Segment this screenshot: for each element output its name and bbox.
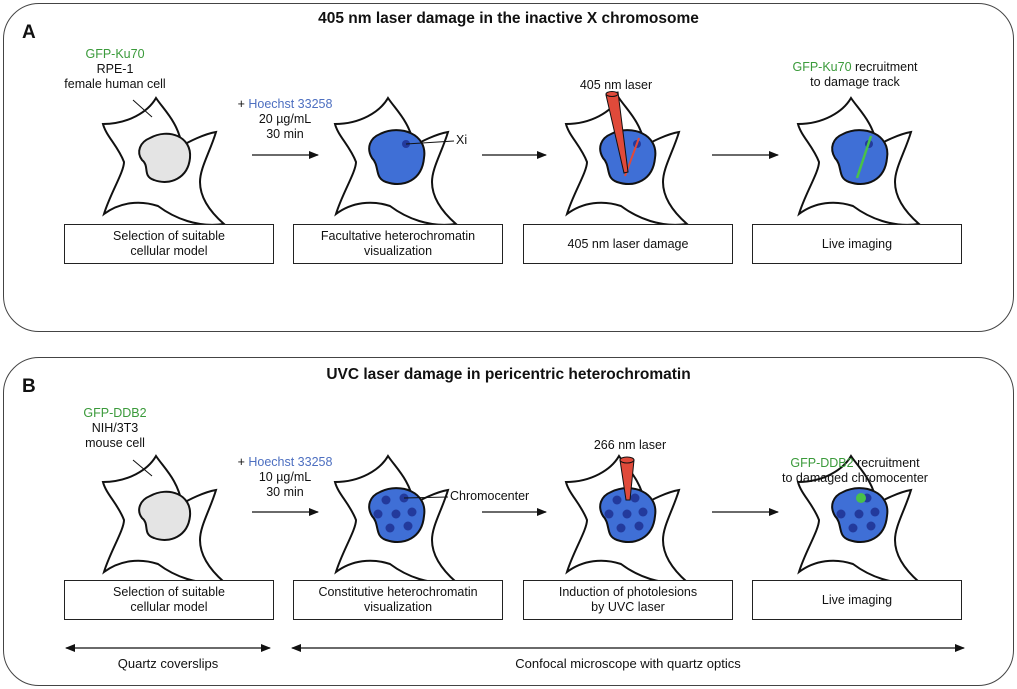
xi-leader xyxy=(405,140,455,145)
panel-a-treatment: + Hoechst 33258 20 µg/mL 30 min xyxy=(230,97,340,142)
step-label: Facultative heterochromatin xyxy=(320,229,476,243)
panel-b-treatment: + Hoechst 33258 10 µg/mL 30 min xyxy=(230,455,340,500)
damage-track-green xyxy=(855,135,873,179)
step-box-a-4: Live imaging xyxy=(752,224,962,264)
panel-b-recruitment: GFP-DDB2 recruitment to damaged chromoce… xyxy=(770,456,940,486)
step-label: Live imaging xyxy=(821,236,893,251)
cell-line-label: RPE-1 xyxy=(96,62,134,76)
step-label: Constitutive heterochromatin xyxy=(318,585,478,599)
panel-a-cell-4 xyxy=(797,97,920,226)
panel-a-frame xyxy=(3,3,1014,332)
protein-label: GFP-DDB2 xyxy=(83,406,147,420)
dye-concentration: 20 µg/mL xyxy=(258,112,312,126)
range-label-microscope: Confocal microscope with quartz optics xyxy=(515,656,741,671)
step-label: visualization xyxy=(363,244,433,258)
panel-b-cell-2 xyxy=(334,455,457,584)
incubation-time: 30 min xyxy=(266,127,304,141)
chromocenter-leader xyxy=(403,496,449,499)
panel-a-cell-1 xyxy=(102,97,225,226)
step-label: cellular model xyxy=(130,244,208,258)
cell-type-label: female human cell xyxy=(64,77,166,91)
panel-b-cell-1 xyxy=(102,455,225,584)
recruit-text: recruitment xyxy=(853,456,920,470)
incubation-time: 30 min xyxy=(266,485,304,499)
step-label: Live imaging xyxy=(821,592,893,607)
recruit-text: recruitment xyxy=(851,60,918,74)
panel-a-title: 405 nm laser damage in the inactive X ch… xyxy=(318,10,699,27)
panel-a-letter: A xyxy=(22,22,36,43)
panel-b-letter: B xyxy=(22,376,36,397)
panel-b-frame xyxy=(3,357,1014,686)
dye-concentration: 10 µg/mL xyxy=(258,470,312,484)
recruit-protein: GFP-Ku70 xyxy=(792,60,852,74)
panel-a-cell-3 xyxy=(565,97,688,226)
chromocenter-label: Chromocenter xyxy=(450,489,530,503)
nucleus-unstained xyxy=(138,132,192,183)
recruit-target: to damage track xyxy=(810,75,900,89)
panel-a-cell-2 xyxy=(334,97,457,226)
protein-label: GFP-Ku70 xyxy=(85,47,145,61)
dye-label: Hoechst 33258 xyxy=(248,97,333,111)
xi-label: Xi xyxy=(456,133,468,147)
step-label: cellular model xyxy=(130,600,208,614)
recruit-target: to damaged chromocenter xyxy=(782,471,928,485)
step-label: by UVC laser xyxy=(591,600,665,614)
plus-sign: + xyxy=(237,455,249,469)
laser-266-label: 266 nm laser xyxy=(593,438,667,452)
step-label: Selection of suitable xyxy=(113,585,225,599)
panel-a-recruitment: GFP-Ku70 recruitment to damage track xyxy=(780,60,930,90)
panel-b-cell-3 xyxy=(565,455,688,584)
dye-label: Hoechst 33258 xyxy=(248,455,333,469)
range-label-coverslips: Quartz coverslips xyxy=(117,656,219,671)
step-label: Selection of suitable xyxy=(113,229,225,243)
cell-line-label: NIH/3T3 xyxy=(91,421,139,435)
step-label: 405 nm laser damage xyxy=(567,236,689,251)
step-box-b-4: Live imaging xyxy=(752,580,962,620)
cell-label-leader xyxy=(132,99,153,118)
recruited-chromocenter xyxy=(856,493,866,503)
cell-type-label: mouse cell xyxy=(85,436,145,450)
recruit-protein: GFP-DDB2 xyxy=(790,456,854,470)
panel-b-cell-label: GFP-DDB2 NIH/3T3 mouse cell xyxy=(55,406,175,451)
step-label: visualization xyxy=(363,600,433,614)
step-label: Induction of photolesions xyxy=(558,585,698,599)
panel-a-cell-label: GFP-Ku70 RPE-1 female human cell xyxy=(55,47,175,92)
step-box-a-3: 405 nm laser damage xyxy=(523,224,733,264)
laser-405-label: 405 nm laser xyxy=(579,78,653,92)
plus-sign: + xyxy=(237,97,249,111)
panel-b-title: UVC laser damage in pericentric heteroch… xyxy=(326,366,691,383)
panel-b-cell-4 xyxy=(797,455,920,584)
cell-label-leader xyxy=(132,459,153,477)
